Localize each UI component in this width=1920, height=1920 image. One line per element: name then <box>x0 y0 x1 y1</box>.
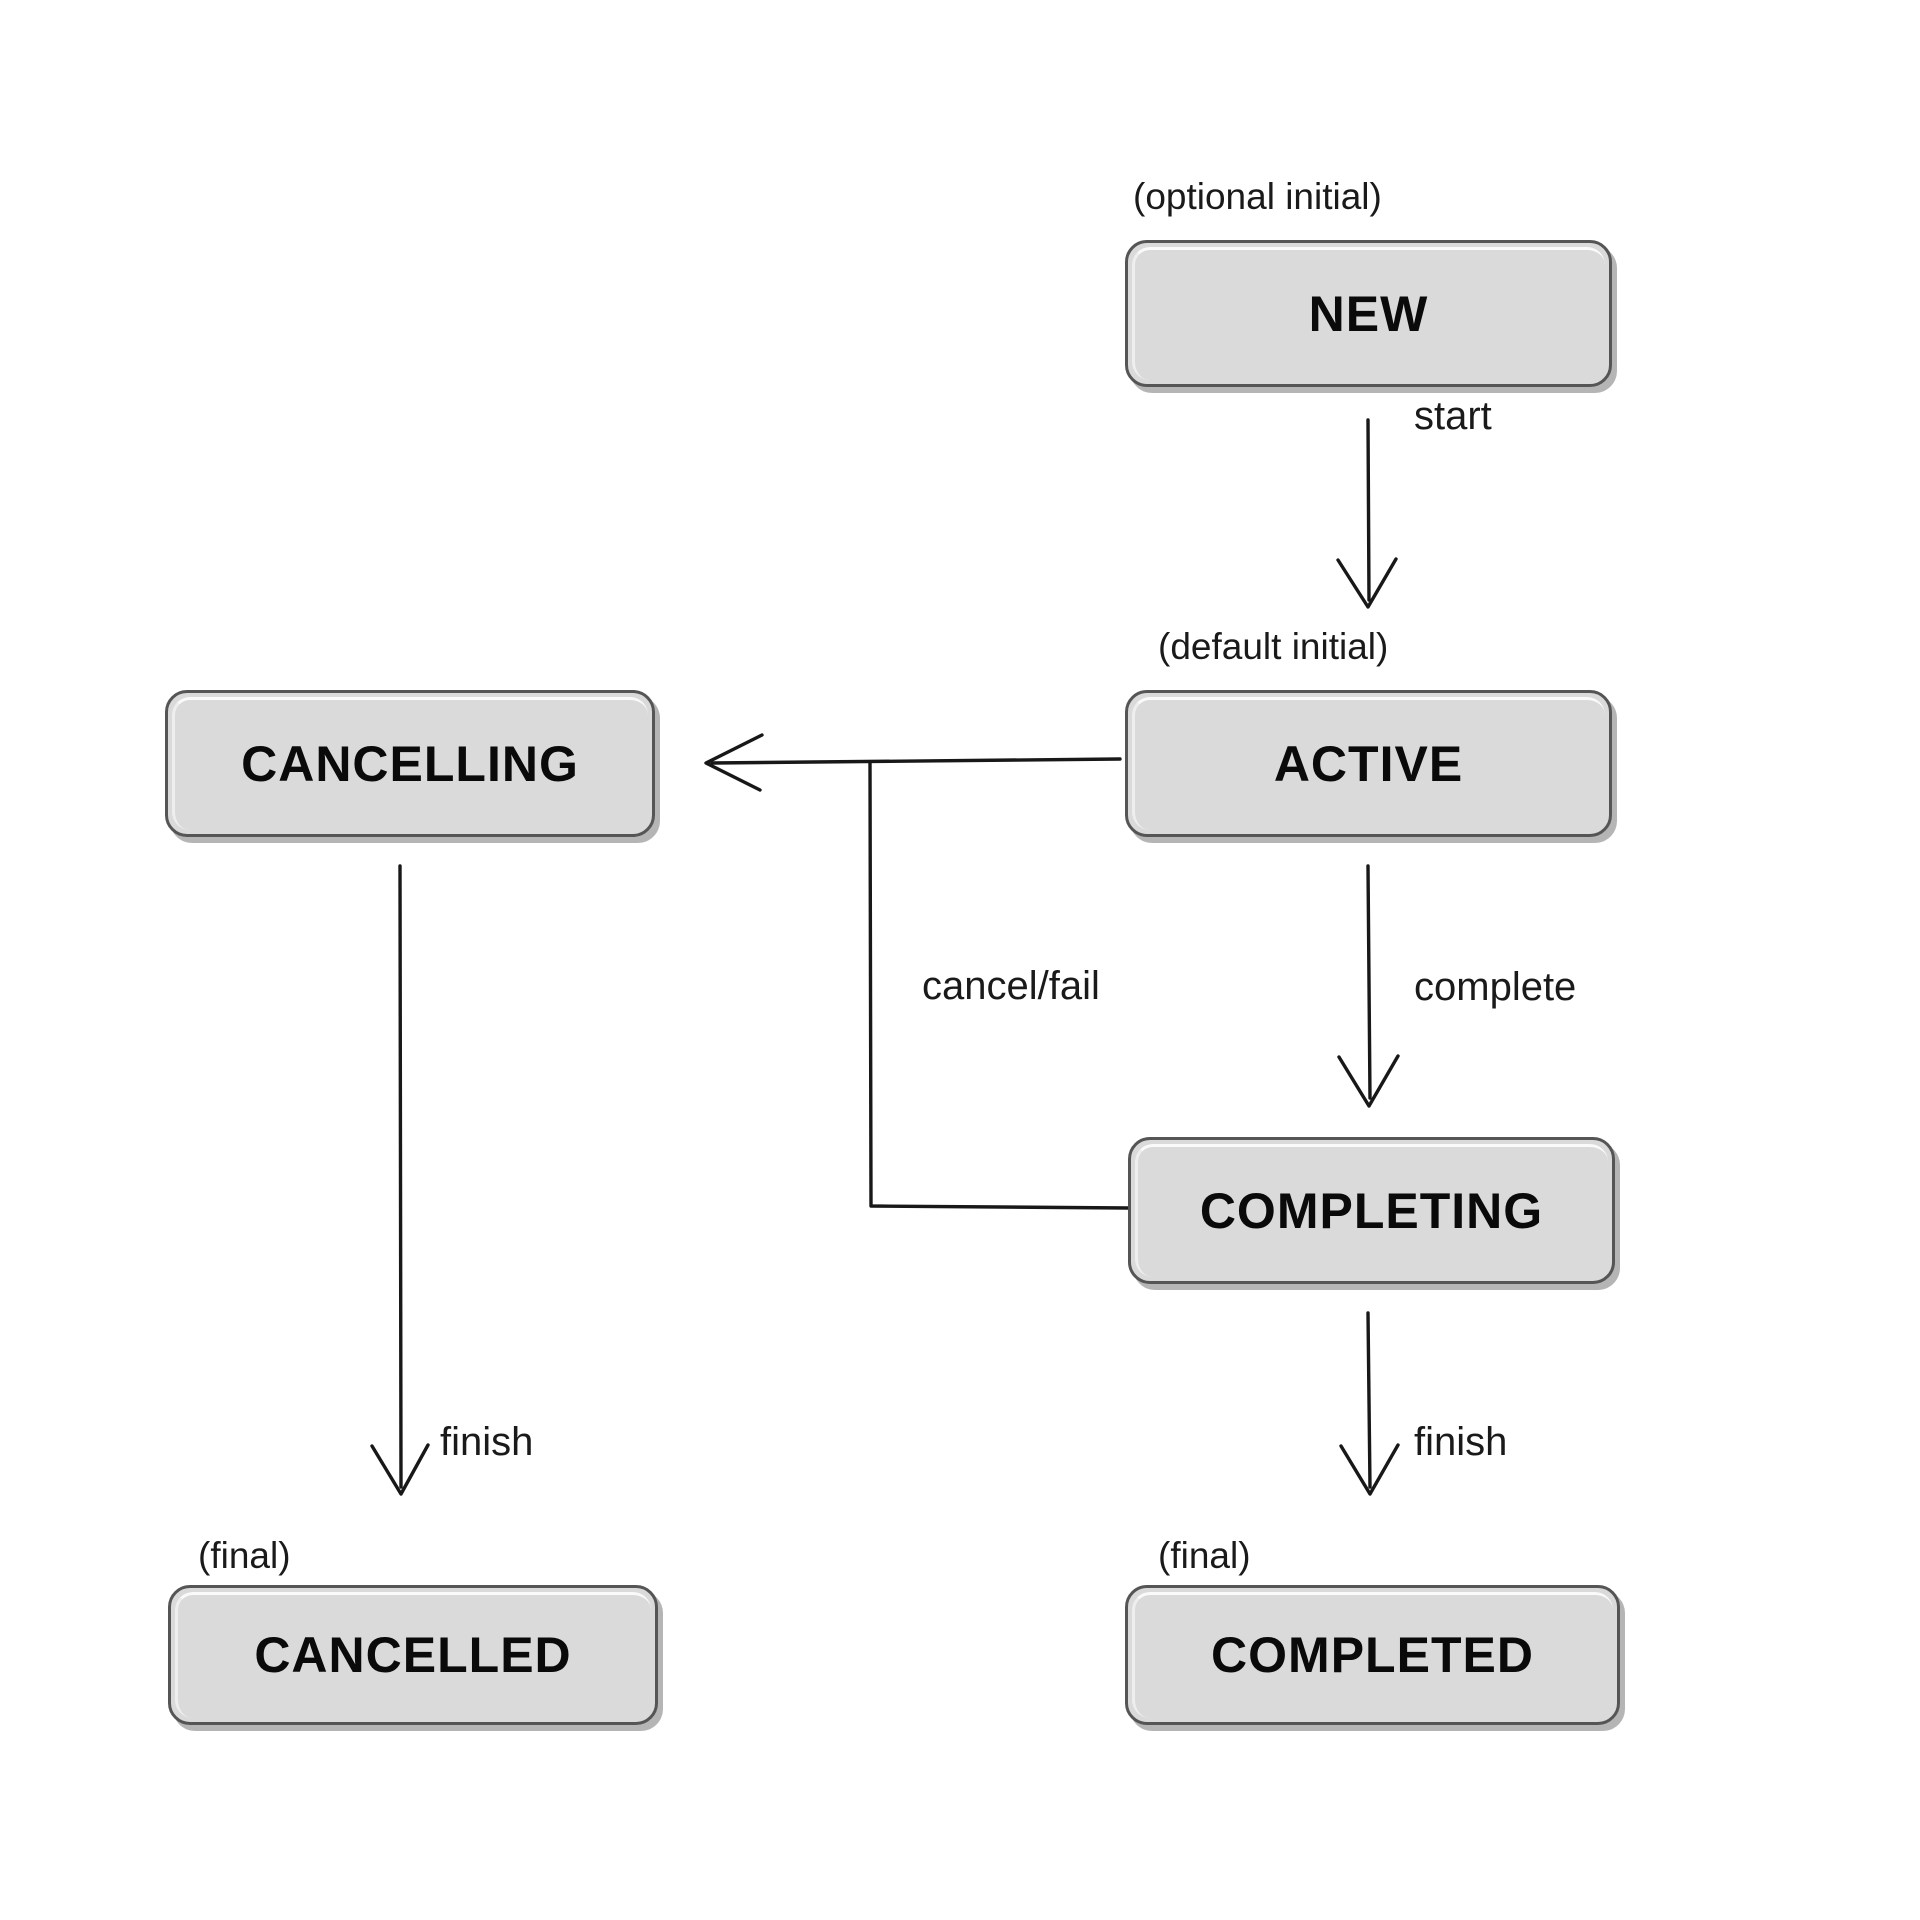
state-node-label: ACTIVE <box>1273 735 1464 792</box>
state-node-cancelled[interactable]: CANCELLED <box>168 1585 658 1725</box>
state-node-completed[interactable]: COMPLETED <box>1125 1585 1620 1725</box>
edge-label-cancel-fail: cancel/fail <box>922 964 1100 1008</box>
state-node-label: CANCELLED <box>254 1627 572 1683</box>
state-node-active[interactable]: ACTIVE <box>1125 690 1612 837</box>
edge-label-complete: complete <box>1414 965 1577 1009</box>
state-node-label: COMPLETED <box>1211 1627 1534 1683</box>
state-node-label: CANCELLING <box>241 735 579 792</box>
edge-label-finish-right: finish <box>1414 1420 1508 1464</box>
state-node-label: COMPLETING <box>1199 1182 1544 1239</box>
edge-cancelling-to-cancelled <box>370 864 430 1496</box>
state-node-new[interactable]: NEW <box>1125 240 1612 387</box>
annotation-final-completed: (final) <box>1158 1535 1251 1576</box>
state-node-completing[interactable]: COMPLETING <box>1128 1137 1615 1284</box>
state-node-label: NEW <box>1308 285 1429 342</box>
edge-active-to-cancelling <box>704 733 1122 792</box>
edge-active-to-completing <box>1337 864 1400 1108</box>
annotation-final-cancelled: (final) <box>198 1535 291 1576</box>
edge-label-start: start <box>1414 394 1492 438</box>
edge-new-to-active <box>1336 418 1398 609</box>
annotation-optional-initial: (optional initial) <box>1133 176 1382 217</box>
annotation-default-initial: (default initial) <box>1158 626 1389 667</box>
edge-label-finish-left: finish <box>440 1420 534 1464</box>
state-node-cancelling[interactable]: CANCELLING <box>165 690 655 837</box>
edge-completing-to-completed <box>1339 1311 1400 1496</box>
